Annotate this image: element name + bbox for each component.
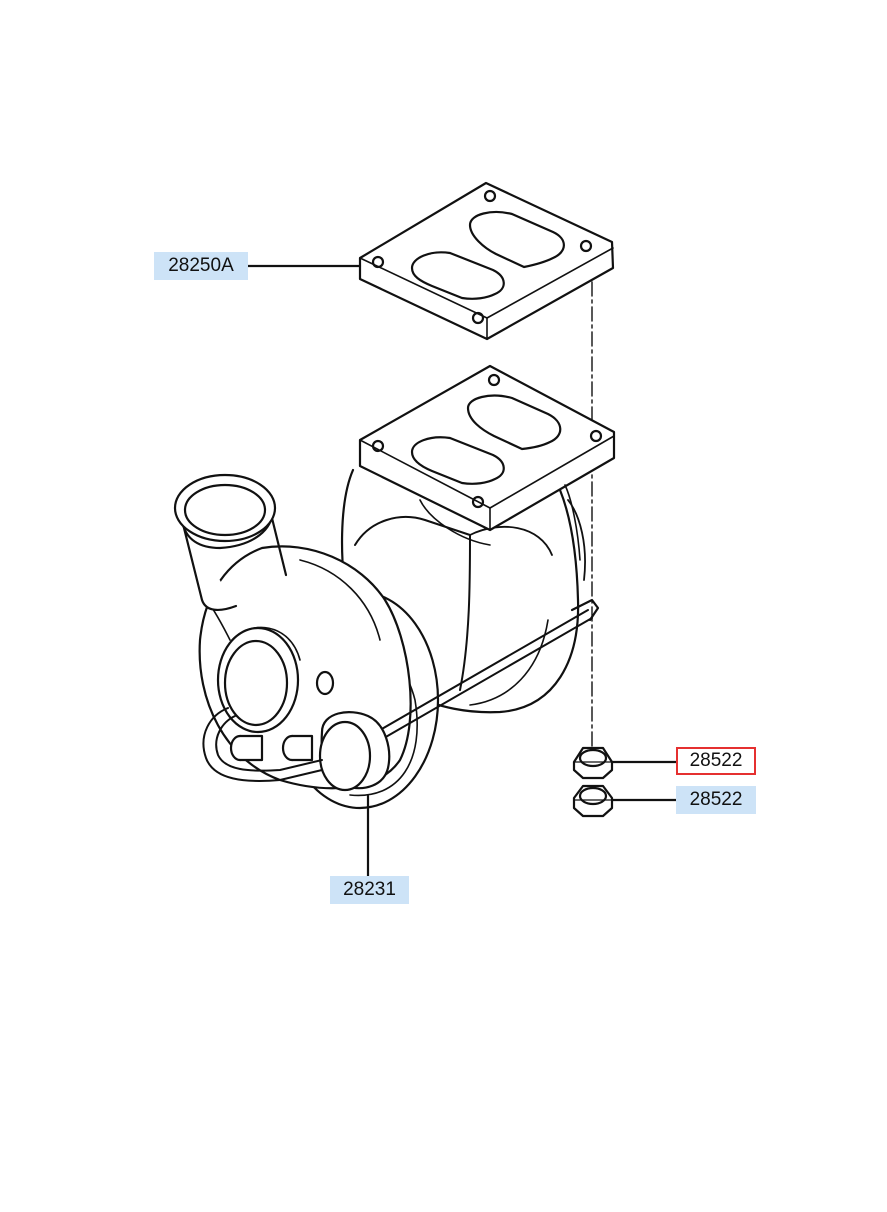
turbocharger-body <box>173 364 616 810</box>
callout-28231[interactable]: 28231 <box>330 876 409 904</box>
callout-28522-upper[interactable]: 28522 <box>676 747 756 775</box>
hex-nut-lower <box>572 784 614 818</box>
exhaust-gasket <box>358 181 615 341</box>
hex-nut-upper <box>572 746 614 780</box>
callout-28250a[interactable]: 28250A <box>154 252 248 280</box>
callout-28522-lower[interactable]: 28522 <box>676 786 756 814</box>
